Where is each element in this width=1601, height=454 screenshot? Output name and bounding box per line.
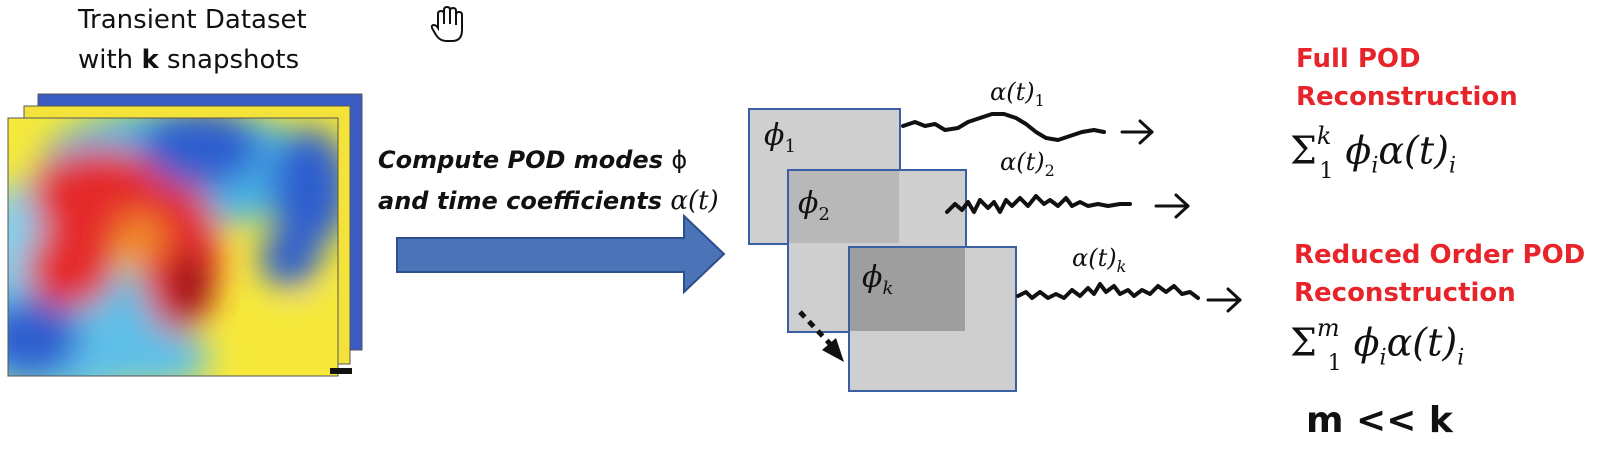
signal-1 xyxy=(901,112,1106,142)
mode-label-1: ϕ1 xyxy=(764,118,796,157)
compute-label-line2: and time coefficients α(t) xyxy=(378,186,719,216)
mode-label-k: ϕk xyxy=(862,260,894,299)
signal-k xyxy=(1016,282,1200,300)
reduced-pod-title-line2: Reconstruction xyxy=(1294,278,1516,308)
coef-label-k: α(t)k xyxy=(1072,244,1127,276)
dataset-label-line1: Transient Dataset xyxy=(78,5,307,35)
truncation-condition: m << k xyxy=(1306,400,1453,441)
hand-cursor-icon xyxy=(430,6,463,42)
mode-overlap-2 xyxy=(850,248,965,331)
snapshot-stack xyxy=(7,93,363,377)
signal-2 xyxy=(945,194,1132,214)
full-pod-title-line2: Reconstruction xyxy=(1296,82,1518,112)
process-arrow xyxy=(396,213,726,295)
dataset-label-line2: with k snapshots xyxy=(78,45,300,75)
coef-label-1: α(t)1 xyxy=(990,78,1045,110)
reduced-pod-title-line1: Reduced Order POD xyxy=(1294,240,1586,270)
signal-arrow-1 xyxy=(1120,119,1154,145)
snapshot-shadow xyxy=(330,368,352,374)
mode-overlap-1 xyxy=(789,171,899,243)
mode-label-2: ϕ2 xyxy=(798,186,830,225)
truncation-arrow xyxy=(798,310,844,362)
dataset-label: Transient Dataset with k snapshots xyxy=(78,0,307,80)
compute-label-line1: Compute POD modes ϕ xyxy=(378,146,688,174)
snapshot-front xyxy=(8,118,338,376)
snapshot-front-frame xyxy=(7,117,339,377)
signal-arrow-2 xyxy=(1154,193,1190,219)
full-pod-title-line1: Full POD xyxy=(1296,44,1421,74)
coef-label-2: α(t)2 xyxy=(1000,148,1055,180)
signal-arrow-k xyxy=(1206,287,1242,313)
